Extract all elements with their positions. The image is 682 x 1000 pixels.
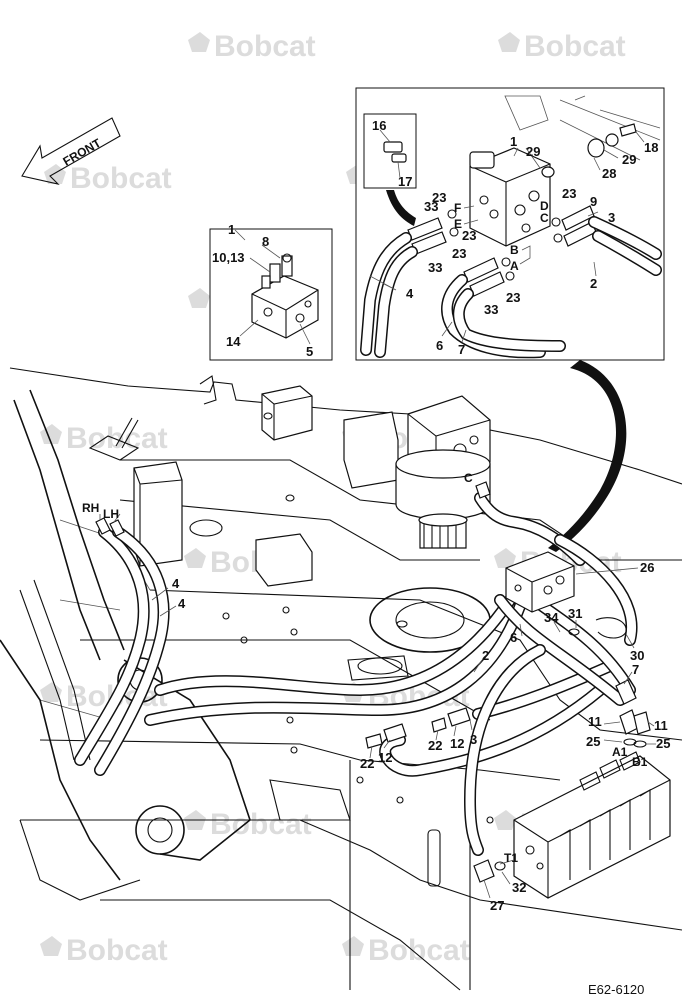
callout-32: 32 <box>512 880 526 895</box>
callout-23e: 23 <box>506 290 520 305</box>
callout-1-inset: 1 <box>510 134 517 149</box>
connection-inset-box: 16 17 1 29 29 28 18 F E D C B A <box>355 87 665 361</box>
watermark-text: Bobcat <box>210 808 312 841</box>
callout-3: 3 <box>470 732 477 747</box>
watermark-logo: Bobcat <box>40 422 168 455</box>
callout-29b: 29 <box>622 152 636 167</box>
valve-detail-box: 1 8 10,13 14 5 <box>209 222 333 361</box>
watermark-logo: Bobcat <box>44 162 172 195</box>
callout-12a: 12 <box>378 750 392 765</box>
callout-8: 8 <box>262 234 269 249</box>
callout-4a: 4 <box>172 576 180 591</box>
port-D: D <box>540 199 549 213</box>
port-C-motor: C <box>464 471 473 485</box>
hose-routing <box>74 492 638 856</box>
port-B1: B1 <box>632 755 648 769</box>
callout-27: 27 <box>490 898 504 913</box>
watermark-text: Bobcat <box>368 934 470 967</box>
callout-11a: 11 <box>588 714 602 729</box>
watermark-text: Bobcat <box>70 162 172 195</box>
callout-6-inset: 6 <box>436 338 443 353</box>
callout-26: 26 <box>640 560 654 575</box>
callout-6: 6 <box>510 630 517 645</box>
watermark-text: Bobcat <box>214 30 316 63</box>
inset-pointer <box>548 360 627 552</box>
watermark-logo: Bobcat <box>188 30 316 63</box>
watermark-text: Bobcat <box>66 934 168 967</box>
port-T1: T1 <box>504 851 518 865</box>
callout-22b: 22 <box>428 738 442 753</box>
watermark-logo: Bobcat <box>40 934 168 967</box>
callout-16: 16 <box>372 118 386 133</box>
port-B: B <box>510 243 519 257</box>
callout-7-inset: 7 <box>458 342 465 357</box>
callout-25b: 25 <box>656 736 670 751</box>
callout-33a: 33 <box>424 199 438 214</box>
port-A1: A1 <box>612 745 628 759</box>
callout-22a: 22 <box>360 756 374 771</box>
callout-2: 2 <box>482 648 489 663</box>
callout-3-inset: 3 <box>608 210 615 225</box>
valve-26 <box>505 551 575 613</box>
callout-23c: 23 <box>562 186 576 201</box>
port-C: C <box>540 211 549 225</box>
watermark-text: Bobcat <box>66 422 168 455</box>
callout-23a: 23 <box>432 190 446 205</box>
machine-frame <box>0 367 682 991</box>
callout-25a: 25 <box>586 734 600 749</box>
callout-18: 18 <box>644 140 658 155</box>
callout-34: 34 <box>544 610 559 625</box>
fittings <box>95 481 651 883</box>
port-E: E <box>454 217 462 231</box>
callout-11b: 11 <box>654 718 668 733</box>
watermark-logo: Bobcat <box>342 934 470 967</box>
port-F: F <box>454 201 461 215</box>
callout-23d: 23 <box>452 246 466 261</box>
callout-31: 31 <box>568 606 582 621</box>
callout-17: 17 <box>398 174 412 189</box>
callout-33c: 33 <box>484 302 498 317</box>
callout-14: 14 <box>226 334 241 349</box>
callout-28: 28 <box>602 166 616 181</box>
callout-4-inset: 4 <box>406 286 414 301</box>
control-valve-bank <box>513 751 671 899</box>
watermark-logo: Bobcat <box>498 30 626 63</box>
callout-1-detail: 1 <box>228 222 235 237</box>
callout-10-13: 10,13 <box>212 250 245 265</box>
label-LH: LH <box>103 507 119 521</box>
swing-motor <box>395 395 491 549</box>
label-RH: RH <box>82 501 99 515</box>
callout-29a: 29 <box>526 144 540 159</box>
callout-33b: 33 <box>428 260 442 275</box>
callout-23b: 23 <box>462 228 476 243</box>
callout-9: 9 <box>590 194 597 209</box>
watermark-text: Bobcat <box>524 30 626 63</box>
callout-4b: 4 <box>178 596 186 611</box>
callout-7: 7 <box>632 662 639 677</box>
callout-2-inset: 2 <box>590 276 597 291</box>
callout-30: 30 <box>630 648 644 663</box>
main-callouts: RH LH 4 4 C 26 31 34 6 30 2 7 11 11 25 2… <box>82 471 670 913</box>
figure-id: E62-6120 <box>588 982 644 997</box>
callout-5: 5 <box>306 344 313 359</box>
callout-12b: 12 <box>450 736 464 751</box>
port-A: A <box>510 259 519 273</box>
